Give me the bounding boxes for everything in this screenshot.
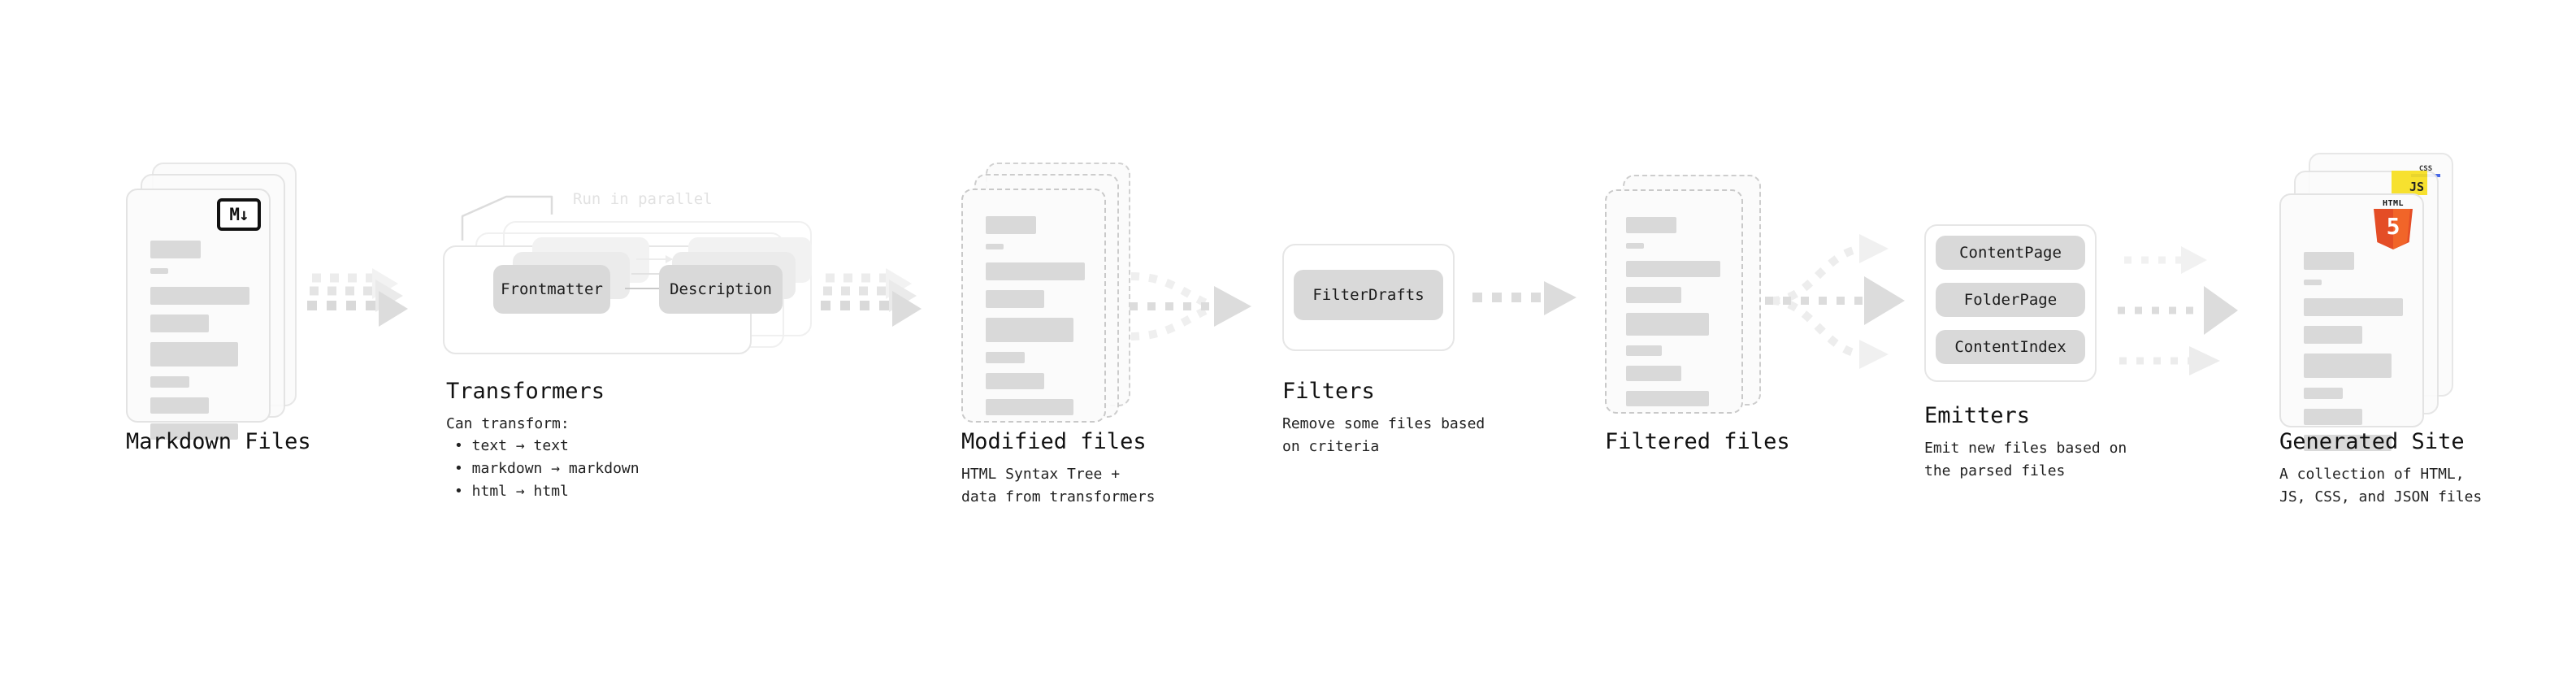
markdown-files-title: Markdown Files xyxy=(126,429,311,454)
content-bar xyxy=(2304,326,2362,344)
content-bar xyxy=(150,423,238,440)
site-card-content xyxy=(2304,252,2403,461)
content-bar xyxy=(1626,345,1662,356)
emitters-title: Emitters xyxy=(1924,403,2031,428)
modified-files-title: Modified files xyxy=(961,429,1147,454)
content-bar xyxy=(150,268,168,274)
emitters-description: Emit new files based on the parsed files xyxy=(1924,440,2127,479)
emitter-chip-contentpage[interactable]: ContentPage xyxy=(1936,236,2085,270)
content-bar xyxy=(2304,388,2343,399)
markdown-card-front: M↓ xyxy=(126,189,271,440)
content-bar xyxy=(1626,261,1720,277)
transformers-description: Can transform: xyxy=(446,415,570,432)
generated-site-title: Generated Site xyxy=(2279,429,2465,454)
connector-modified-to-filters xyxy=(1130,272,1251,340)
modified-file-stack xyxy=(961,163,1132,423)
content-bar xyxy=(150,241,201,258)
filtered-card-content xyxy=(1626,217,1724,416)
filtered-card-front xyxy=(1605,189,1743,414)
content-bar xyxy=(2304,298,2403,316)
bullet-item: • html → html xyxy=(454,482,569,500)
content-bar xyxy=(986,352,1025,363)
markdown-file-stack: M↓ xyxy=(126,163,297,440)
transformers-bullet-list: • text → text • markdown → markdown • ht… xyxy=(454,435,640,503)
modified-card-content xyxy=(986,216,1085,425)
content-bar xyxy=(986,244,1004,249)
emitter-chip-contentindex[interactable]: ContentIndex xyxy=(1936,330,2085,364)
site-card-html: HTML 5 xyxy=(2279,193,2424,451)
content-bar xyxy=(2304,409,2362,425)
transformer-chip-description[interactable]: Description xyxy=(659,265,783,314)
content-bar xyxy=(1626,366,1681,381)
html5-badge-icon: HTML 5 xyxy=(2372,200,2414,250)
content-bar xyxy=(986,262,1085,280)
modified-card-front xyxy=(961,189,1106,423)
content-bar xyxy=(986,216,1036,234)
content-bar xyxy=(1626,243,1644,249)
content-bar xyxy=(150,314,209,332)
emitter-chip-folderpage[interactable]: FolderPage xyxy=(1936,283,2085,317)
filtered-files-title: Filtered files xyxy=(1605,429,1790,454)
content-bar xyxy=(1626,217,1676,233)
connector-markdown-to-transformers xyxy=(307,268,408,327)
filtered-file-stack xyxy=(1605,175,1776,427)
transformers-title: Transformers xyxy=(446,379,605,404)
css-badge-label: CSS xyxy=(2418,165,2433,173)
connector-filtered-to-emitters xyxy=(1765,234,1905,369)
content-bar xyxy=(1626,287,1681,303)
bullet-item: • text → text xyxy=(454,437,569,454)
html5-badge-digit: 5 xyxy=(2386,213,2400,240)
stage-markdown-files: M↓ xyxy=(126,163,297,440)
stage-filtered-files xyxy=(1605,175,1776,427)
content-bar xyxy=(2304,252,2354,270)
content-bar xyxy=(2304,280,2322,285)
content-bar xyxy=(1626,313,1709,336)
bullet-item: • markdown → markdown xyxy=(454,459,640,477)
html5-shield: 5 xyxy=(2374,209,2413,249)
content-bar xyxy=(986,318,1073,342)
content-bar xyxy=(150,287,249,305)
modified-files-description: HTML Syntax Tree + data from transformer… xyxy=(961,466,1156,505)
generated-site-description: A collection of HTML, JS, CSS, and JSON … xyxy=(2279,466,2483,505)
content-bar xyxy=(986,373,1044,389)
content-bar xyxy=(150,376,189,388)
transformer-inner-arrow xyxy=(636,255,673,263)
markdown-card-content xyxy=(150,241,249,449)
run-in-parallel-leader xyxy=(461,195,553,241)
markdown-badge-icon: M↓ xyxy=(217,198,261,231)
filters-title: Filters xyxy=(1282,379,1375,404)
site-file-stack: CSS JS HTML 5 xyxy=(2279,153,2466,451)
content-bar xyxy=(1626,391,1709,406)
html5-badge-label: HTML xyxy=(2382,199,2405,208)
content-bar xyxy=(150,397,209,414)
connector-emitters-to-site xyxy=(2118,246,2238,375)
connector-transformers-to-modified xyxy=(821,268,922,327)
content-bar xyxy=(986,399,1073,415)
stage-generated-site: CSS JS HTML 5 xyxy=(2279,153,2466,451)
filters-description: Remove some files based on criteria xyxy=(1282,415,1485,455)
content-bar xyxy=(986,290,1044,308)
run-in-parallel-label: Run in parallel xyxy=(573,190,713,208)
transformer-chip-frontmatter[interactable]: Frontmatter xyxy=(493,265,610,314)
connector-filters-to-filtered xyxy=(1472,281,1576,315)
content-bar xyxy=(2304,354,2392,378)
content-bar xyxy=(150,342,238,367)
stage-modified-files xyxy=(961,163,1132,423)
content-bar xyxy=(2304,435,2392,451)
filter-chip-filterdrafts[interactable]: FilterDrafts xyxy=(1294,270,1443,320)
javascript-badge-icon: JS xyxy=(2392,171,2427,195)
